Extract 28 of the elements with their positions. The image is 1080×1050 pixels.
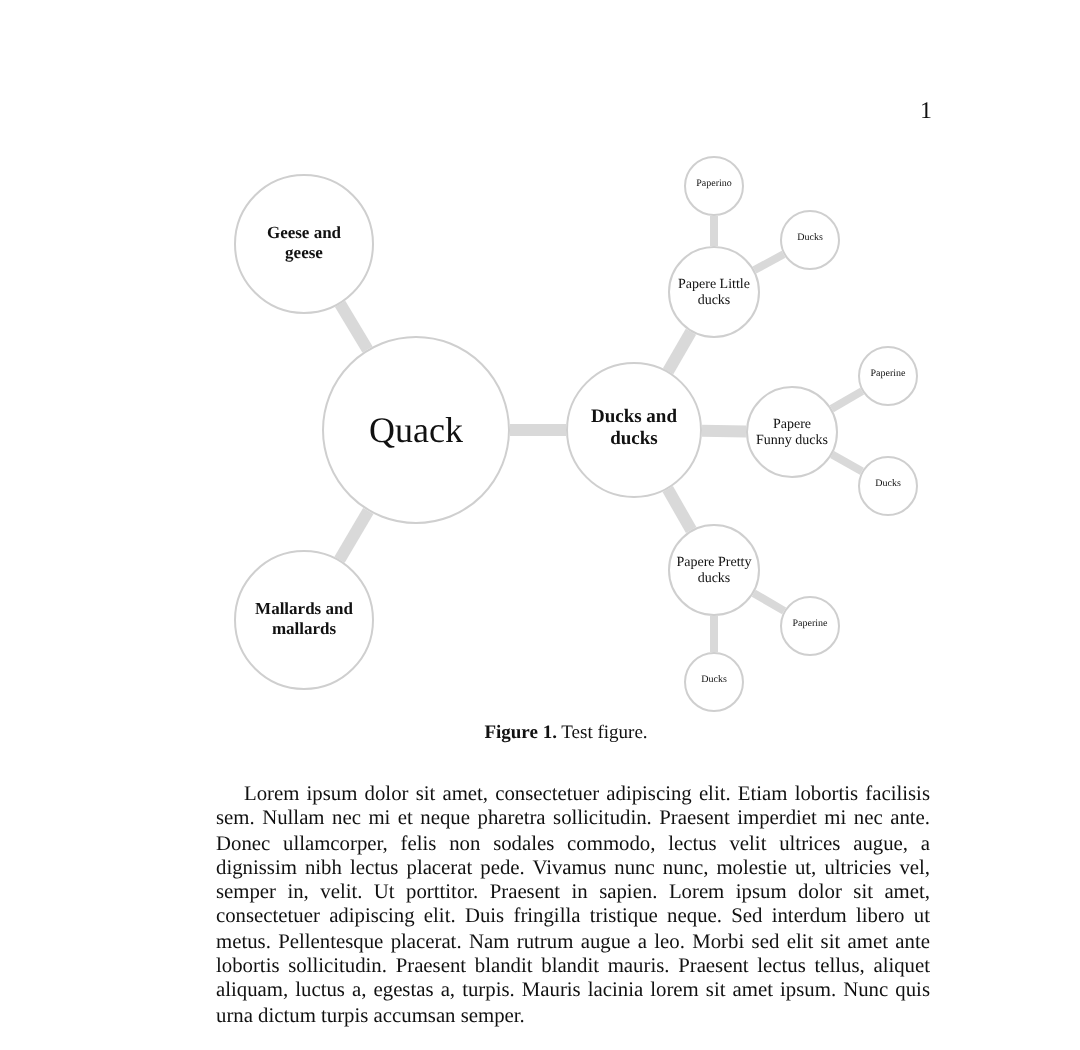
connector: [830, 451, 864, 475]
topic-circle: [746, 386, 838, 478]
topic-circle: [858, 346, 918, 406]
connector: [751, 589, 787, 615]
connector: [752, 250, 786, 274]
connector: [829, 387, 865, 413]
figure-caption: Figure 1. Test figure.: [482, 724, 650, 744]
connector: [334, 300, 373, 353]
topic-text: Geese and geese: [264, 224, 344, 264]
connector: [710, 616, 718, 652]
connector: [334, 507, 374, 563]
topic-circle: [668, 246, 760, 338]
topic-circle: [858, 456, 918, 516]
connector: [710, 216, 718, 246]
topic-circle: [780, 596, 840, 656]
topic-circle: [684, 156, 744, 216]
connector: [510, 424, 566, 436]
topic-text: Mallards and mallards: [254, 600, 354, 640]
connector: [662, 328, 697, 375]
page-number: 1: [918, 96, 932, 124]
topic-circle: [668, 524, 760, 616]
topic-text: Ducks and ducks: [590, 408, 678, 452]
topic-text: Quack: [367, 409, 465, 451]
topic-circle: [684, 652, 744, 712]
topic-circle: [780, 210, 840, 270]
connector: [662, 486, 697, 534]
body-paragraph: Lorem ipsum dolor sit amet, consectetuer adipiscing elit. Etiam lobortis facilisis sem. Nullam nec mi et neque pharetra sollicitudin. Praesent imperdiet mi nec ante. Donec ullamcorper, felis non sodales commodo, lectus velit ultrices augue, a dignissim nibh lectus placerat pede. Vivamus nunc nunc, molestie ut, ultricies vel, semper in, velit. Ut porttitor. Praesent in sapien. Lorem ipsum dolor sit amet, consectetuer adipiscing elit. Duis fringilla tristique neque. Sed interdum libero ut metus. Pellentesque placerat. Nam rutrum augue a leo. Morbi sed elit sit amet ante lobortis sollicitudin. Praesent blandit blandit mauris. Praesent lectus tellus, aliquet aliquam, luctus a, egestas a, turpis. Mauris lacinia lorem sit amet ipsum. Nunc quis urna dictum turpis accumsan semper.: [216, 784, 930, 1030]
connector: [701, 424, 747, 438]
